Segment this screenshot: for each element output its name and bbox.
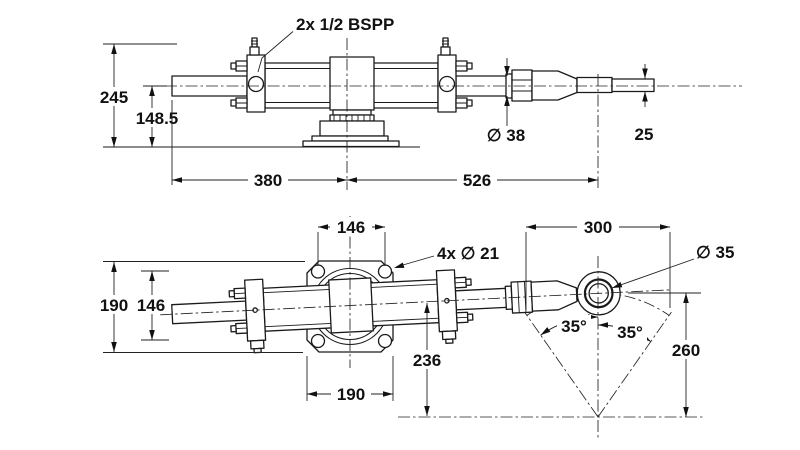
dim-rod-end-diameter: 25 (635, 64, 654, 144)
dim-swing-angle-right-text: 35° (617, 323, 643, 342)
dim-axis-height: 148.5 (128, 85, 186, 147)
dim-pivot-radius-text: 260 (672, 341, 700, 360)
plan-centerlines (349, 216, 703, 438)
port-right (438, 75, 456, 93)
dim-swing-width-text: 300 (584, 218, 612, 237)
dim-flange-length-text: 190 (100, 296, 128, 315)
swing-fan (524, 292, 672, 418)
dim-flange-width: 190 (306, 356, 394, 404)
dim-rod-to-mount-text: 380 (254, 171, 282, 190)
flange-hole (310, 333, 326, 349)
dim-axis-to-pivot-text: 236 (413, 351, 441, 370)
dim-pivot-radius: 260 (628, 292, 706, 417)
dim-overall-height-text: 245 (100, 88, 128, 107)
dim-hole-pitch-length: 146 (133, 270, 170, 341)
ports-label: 2x 1/2 BSPP (296, 15, 394, 34)
dim-swing-angle-left-text: 35° (561, 317, 587, 336)
port-left (247, 75, 265, 93)
side-view-cylinder (103, 37, 655, 148)
plan-cylinder (160, 269, 672, 354)
ball-joint-diameter-label: ∅ 35 (696, 243, 734, 262)
ball-joint-callout: ∅ 35 (611, 243, 734, 289)
dim-flange-width-text: 190 (337, 385, 365, 404)
dim-rod-end-diameter-text: 25 (635, 125, 654, 144)
dim-rod-diameter: ∅ 38 (487, 58, 525, 145)
dim-flange-length: 190 (96, 261, 305, 353)
dim-mount-to-tip: 526 (347, 170, 598, 190)
flange-hole (377, 264, 393, 279)
dim-rod-to-mount: 380 (171, 100, 347, 190)
dim-axis-height-text: 148.5 (136, 109, 179, 128)
side-view-centerlines (165, 38, 742, 190)
bleed-screw-left (249, 37, 260, 56)
plan-view: 146 4x ∅ 21 190 146 (96, 216, 734, 438)
side-view: 245 148.5 2x 1/2 BSPP 380 (96, 15, 742, 190)
dim-hole-pitch-length-text: 146 (137, 296, 165, 315)
dim-hole-pitch-width: 146 (317, 217, 386, 266)
dim-rod-diameter-text: ∅ 38 (487, 126, 525, 145)
flange-hole (377, 333, 393, 349)
dim-swing-angle-right: 35° (597, 321, 652, 342)
dim-hole-pitch-width-text: 146 (337, 218, 365, 237)
dim-swing-angle-left: 35° (540, 314, 599, 336)
dim-overall-height: 245 (96, 43, 177, 147)
flange-hole (310, 264, 326, 279)
mount-holes-label: 4x ∅ 21 (437, 244, 499, 263)
bleed-screw-right (440, 37, 451, 56)
dim-swing-width: 300 (525, 217, 671, 310)
ports-callout: 2x 1/2 BSPP (257, 15, 394, 73)
mount-holes-callout: 4x ∅ 21 (394, 244, 499, 268)
dim-mount-to-tip-text: 526 (463, 171, 491, 190)
dim-axis-to-pivot: 236 (407, 303, 447, 416)
